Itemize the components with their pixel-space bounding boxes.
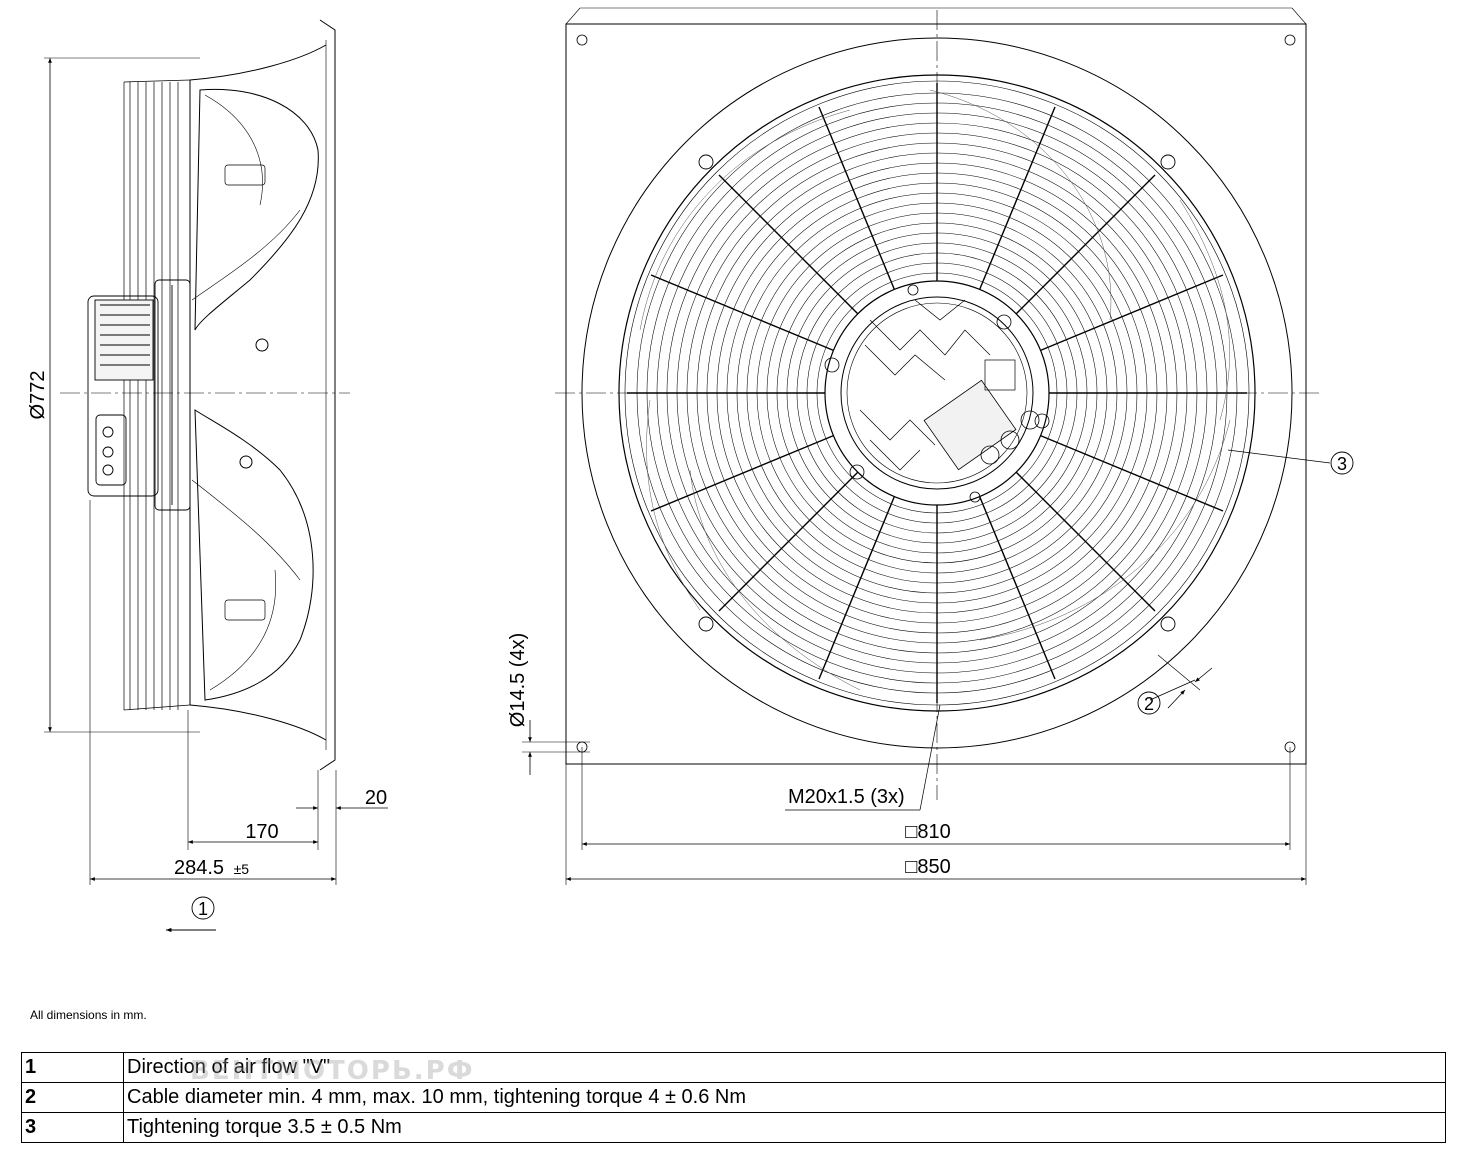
dim-inner-square-label: □810 <box>905 821 950 843</box>
side-view <box>44 19 388 933</box>
grill-spokes <box>627 83 1247 703</box>
legend-row: 3 Tightening torque 3.5 ± 0.5 Nm <box>21 1112 1446 1143</box>
legend-row: 1 Direction of air flow "V" <box>21 1052 1446 1083</box>
dim-overall-value: 284.5 <box>174 857 224 879</box>
airflow-marker: 1 <box>198 899 208 919</box>
guard-lugs <box>698 154 1176 632</box>
legend-text: Direction of air flow "V" <box>123 1052 1446 1083</box>
dim-depth-label: 170 <box>245 821 278 843</box>
front-view <box>522 7 1354 885</box>
units-note: All dimensions in mm. <box>30 1008 147 1022</box>
technical-drawing: Ø772 20 170 284.5 ±5 1 <box>27 7 1354 933</box>
cable-gland-label: M20x1.5 (3x) <box>788 786 905 808</box>
mounting-plate <box>565 23 1307 765</box>
dim-overall-label: 284.5 ±5 <box>174 857 249 879</box>
dim-overall-tolerance: ±5 <box>234 861 250 877</box>
inlet-ring-outer <box>581 37 1293 749</box>
watermark: ВЕНТМОТОРЬ.РФ <box>190 1056 475 1086</box>
dim-outer-square-label: □850 <box>905 856 950 878</box>
legend-text: Tightening torque 3.5 ± 0.5 Nm <box>123 1112 1446 1143</box>
marker-2: 2 <box>1144 694 1154 714</box>
dim-holes-label: Ø14.5 (4x) <box>507 633 529 727</box>
legend-text: Cable diameter min. 4 mm, max. 10 mm, ti… <box>123 1082 1446 1113</box>
motor-side <box>87 279 191 511</box>
legend-table: 1 Direction of air flow "V" 2 Cable diam… <box>21 1052 1446 1143</box>
legend-number: 1 <box>21 1052 124 1083</box>
legend-number: 3 <box>21 1112 124 1143</box>
legend-number: 2 <box>21 1082 124 1113</box>
motor-hub-front <box>824 280 1050 506</box>
dim-flange-label: 20 <box>365 787 387 809</box>
legend-row: 2 Cable diameter min. 4 mm, max. 10 mm, … <box>21 1082 1446 1113</box>
dim-diameter-label: Ø772 <box>27 371 49 420</box>
guard-grill-side <box>123 79 191 711</box>
impeller-blades-side <box>191 88 319 701</box>
marker-3: 3 <box>1337 454 1347 474</box>
